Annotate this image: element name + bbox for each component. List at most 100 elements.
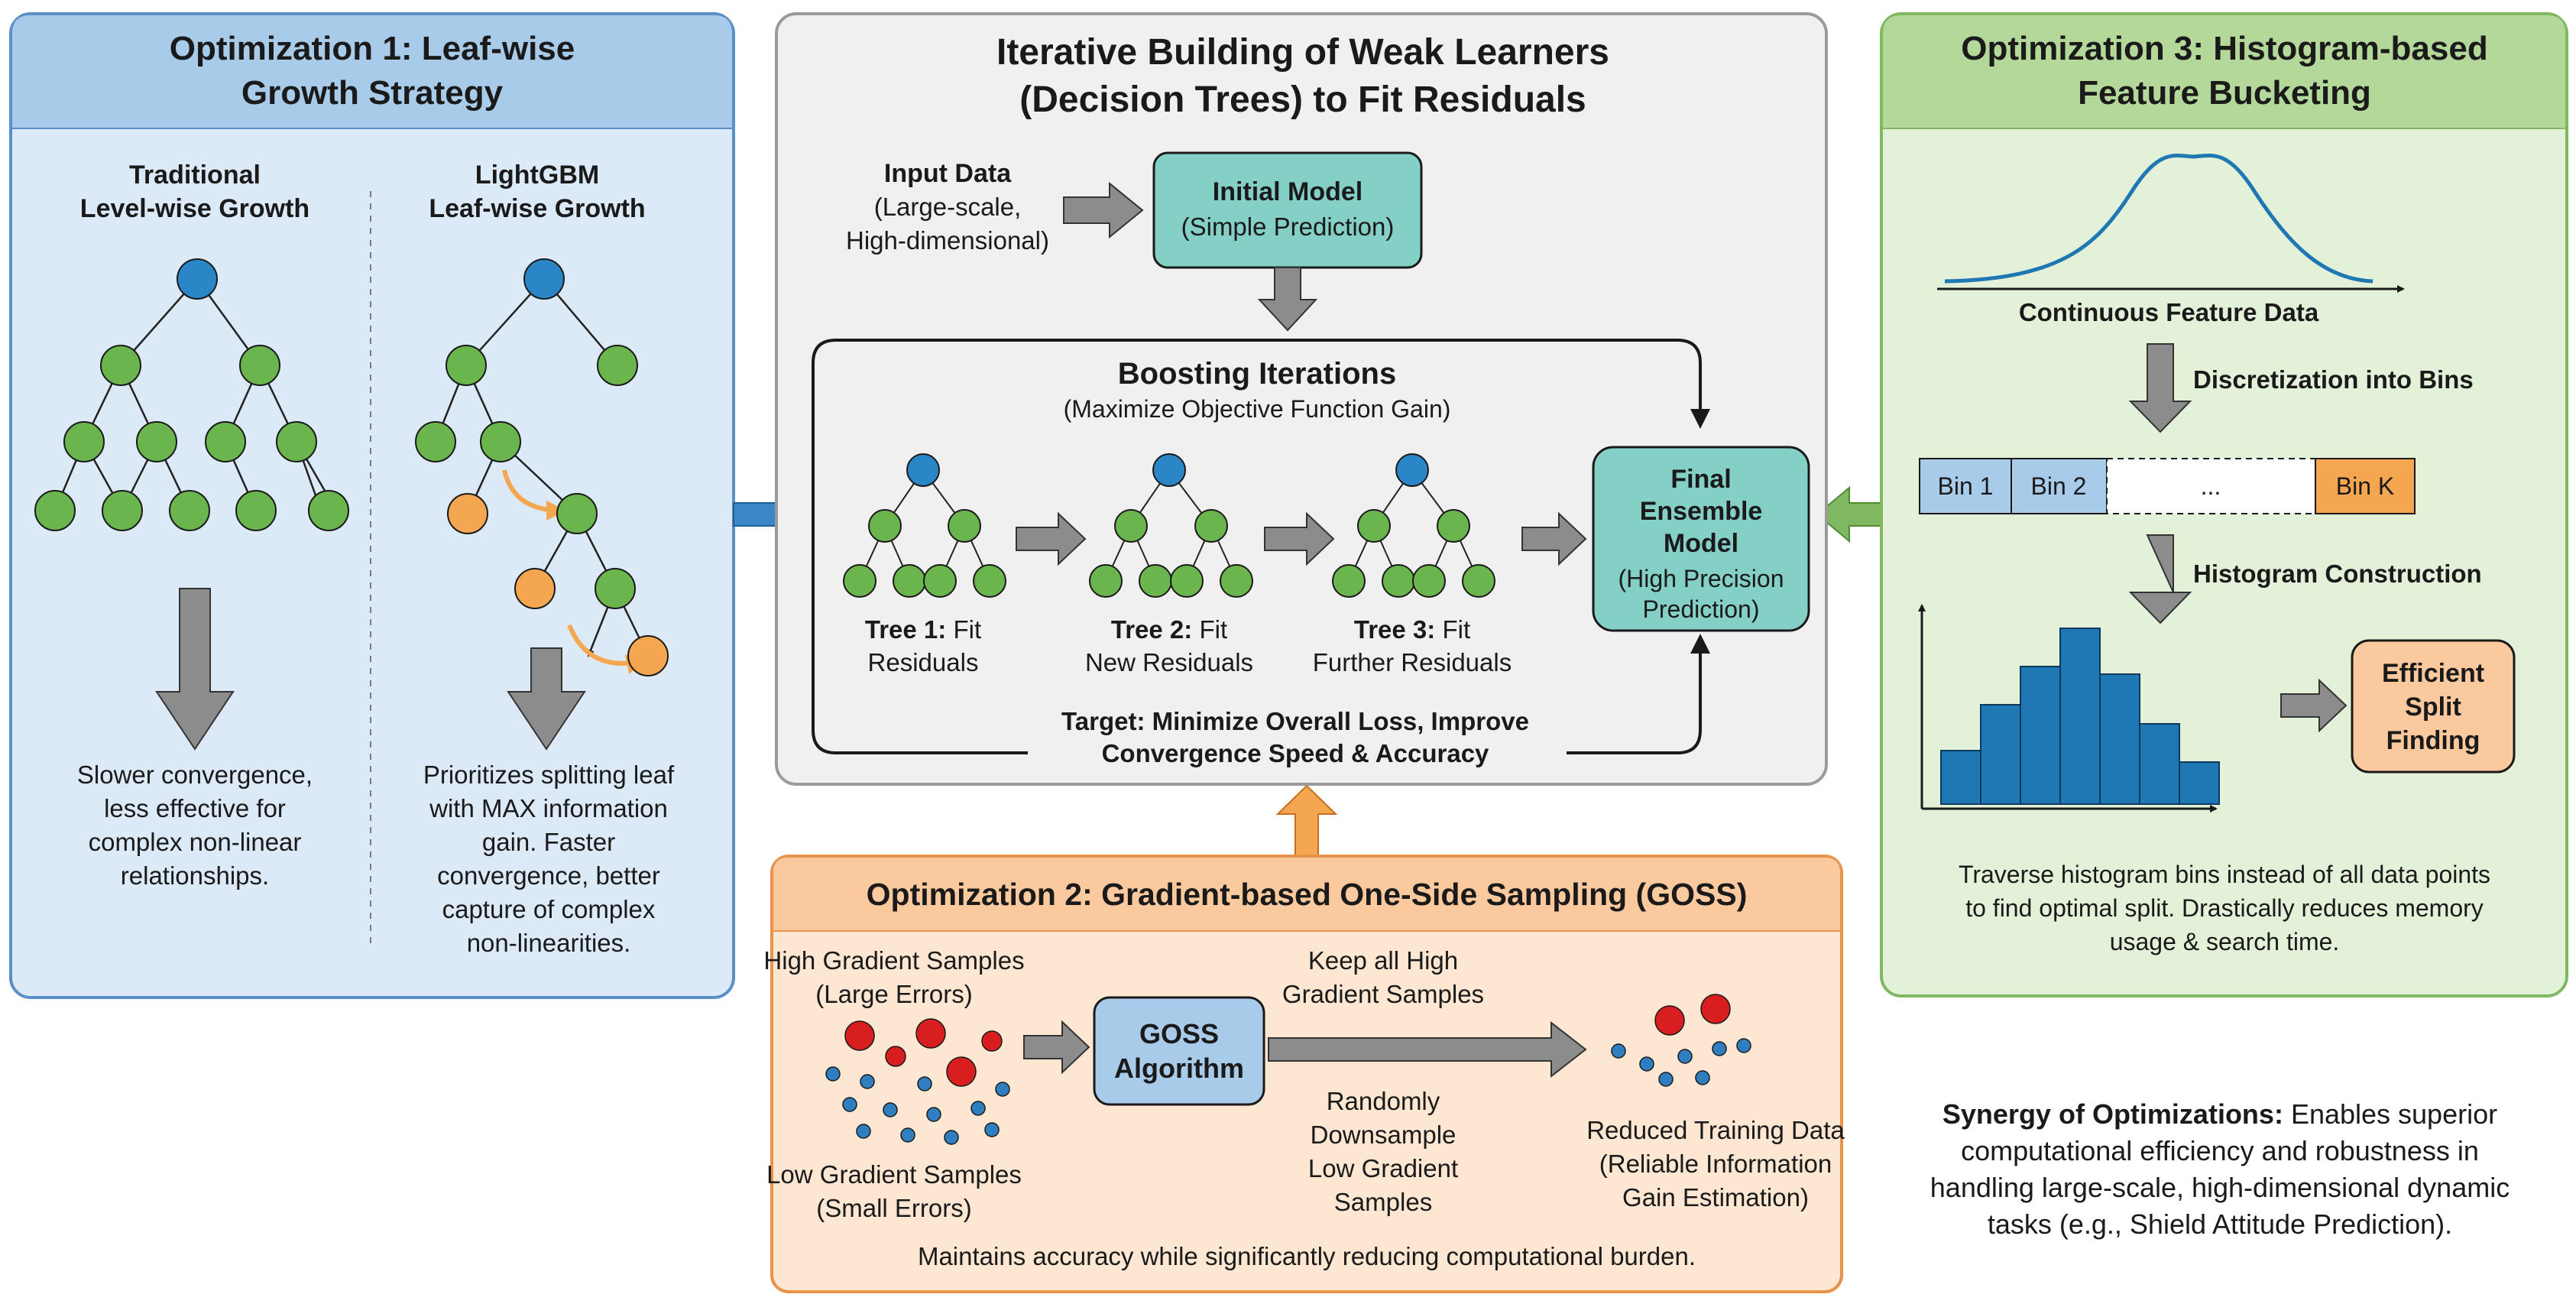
initial-to-boosting-arrow (1257, 267, 1318, 332)
random-line: Low Gradient (1308, 1154, 1458, 1182)
tree-node (63, 421, 105, 462)
level-wise-desc-line: Slower convergence, (77, 761, 313, 789)
low-gradient-sample (1695, 1070, 1710, 1085)
panel3-title-line2: Feature Bucketing (2078, 74, 2371, 112)
tree1-to-tree2-arrow (1016, 511, 1087, 566)
low-gradient-sample (842, 1097, 857, 1112)
input-to-initial-arrow (1063, 181, 1144, 239)
panel2-header (773, 858, 1840, 931)
leaf-wise-desc-line: capture of complex (442, 895, 656, 923)
tree-node (1437, 509, 1470, 543)
panel3-desc-line: Traverse histogram bins instead of all d… (1959, 861, 2490, 888)
high-gradient-sample (1700, 994, 1731, 1024)
center-title-line2: (Decision Trees) to Fit Residuals (1019, 79, 1586, 120)
synergy-line1: Synergy of Optimizations: Enables superi… (1943, 1098, 2497, 1130)
level-wise-desc-line: less effective for (104, 794, 286, 822)
low-gradient-sample (1677, 1049, 1693, 1064)
tree-node (923, 564, 957, 598)
target-line1: Target: Minimize Overall Loss, Improve (1061, 707, 1529, 735)
bin-k-label: Bin K (2336, 472, 2394, 500)
tree-node (1220, 564, 1253, 598)
final-line3: Model (1664, 529, 1738, 558)
high-gradient-line1: High Gradient Samples (763, 946, 1024, 975)
tree-node (446, 345, 487, 386)
goss-line1: GOSS (1139, 1018, 1219, 1049)
histogram-bar (2179, 761, 2220, 805)
leaf-wise-desc-line: gain. Faster (482, 828, 615, 856)
level-wise-desc-line: relationships. (121, 861, 269, 890)
level-wise-description: Slower convergence, less effective for c… (77, 761, 313, 890)
bin-2-label: Bin 2 (2031, 472, 2087, 500)
synergy-note: Synergy of Optimizations: Enables superi… (1930, 1098, 2510, 1240)
histogram-to-split-arrow (2280, 678, 2348, 733)
tree-label-1: Tree 1: Fit (865, 615, 981, 644)
efficient-line3: Finding (2386, 726, 2480, 755)
panel2-bg (770, 855, 1843, 1293)
reduced-line1: Reduced Training Data (1586, 1116, 1845, 1144)
input-data-sub2: High-dimensional) (846, 226, 1049, 255)
tree2-to-tree3-arrow (1264, 511, 1335, 566)
boosting-tree-1 (843, 453, 1006, 598)
tree-node (1332, 564, 1366, 598)
histogram-bars (1940, 628, 2220, 805)
leaf-wise-desc-line: convergence, better (437, 861, 660, 890)
random-line: Downsample (1311, 1121, 1456, 1149)
histogram-bar (2059, 628, 2101, 805)
efficient-line2: Split (2405, 693, 2461, 722)
panel-leaf-wise: Optimization 1: Leaf-wise Growth Strateg… (9, 12, 735, 999)
bin-ellipsis-label: ... (2201, 472, 2221, 500)
histogram-construction-arrow (2128, 534, 2192, 624)
histogram-bar (2139, 723, 2180, 805)
low-gradient-sample (900, 1127, 915, 1143)
tree-node (1089, 564, 1123, 598)
level-wise-nodes (34, 258, 349, 531)
low-gradient-sample (1658, 1072, 1674, 1087)
leaf-wise-heading-line1: LightGBM (475, 161, 599, 190)
boosting-loop-bottom (812, 718, 1028, 754)
synergy-line2: computational efficiency and robustness … (1961, 1135, 2479, 1166)
tree-node (1412, 564, 1446, 598)
low-gradient-line1: Low Gradient Samples (766, 1160, 1022, 1189)
histogram-bar (2020, 666, 2061, 805)
final-sub1: (High Precision (1619, 565, 1784, 592)
low-gradient-sample (1712, 1041, 1727, 1056)
bell-curve (1944, 153, 2373, 284)
panel1-title-line2: Growth Strategy (241, 74, 504, 112)
level-wise-desc-line: complex non-linear (89, 828, 302, 856)
center-title-line1: Iterative Building of Weak Learners (996, 32, 1609, 73)
low-gradient-sample (1639, 1056, 1654, 1072)
input-data-title: Input Data (884, 159, 1012, 188)
tree-node-split (514, 568, 556, 609)
tree-node-root (177, 258, 218, 300)
tree-node (308, 490, 349, 531)
tree-label-3-line2: Further Residuals (1313, 648, 1512, 676)
tree-node (893, 564, 926, 598)
tree-node (556, 493, 598, 534)
leaf-wise-description: Prioritizes splitting leaf with MAX info… (423, 761, 675, 957)
histogram-label: Histogram Construction (2193, 560, 2482, 588)
low-gradient-sample (1611, 1043, 1626, 1059)
high-gradient-sample (844, 1020, 875, 1051)
tree-node (136, 421, 177, 462)
tree-label-2: Tree 2: Fit (1111, 615, 1227, 644)
tree-label-2-line2: New Residuals (1085, 648, 1253, 676)
boosting-loop-top (812, 339, 1710, 718)
bin-1 (1919, 458, 2012, 514)
high-gradient-line2: (Large Errors) (815, 980, 972, 1008)
low-gradient-sample (970, 1101, 986, 1116)
initial-model-title: Initial Model (1213, 177, 1363, 206)
low-gradient-sample (856, 1124, 871, 1139)
bin-k (2315, 458, 2416, 514)
tree-node-root (1152, 453, 1186, 487)
tree-node (239, 345, 280, 386)
panel3-desc-line: usage & search time. (2110, 928, 2340, 955)
bin-2 (2011, 458, 2108, 514)
tree-node-root (1395, 453, 1429, 487)
tree-node (102, 490, 143, 531)
low-gradient-sample (825, 1066, 841, 1082)
random-downsample-text: Randomly Downsample Low Gradient Samples (1308, 1087, 1458, 1216)
level-wise-heading-line2: Level-wise Growth (80, 194, 309, 223)
low-gradient-sample (926, 1107, 941, 1122)
leaf-wise-heading-line2: Leaf-wise Growth (429, 194, 645, 223)
continuous-label: Continuous Feature Data (2019, 298, 2319, 326)
